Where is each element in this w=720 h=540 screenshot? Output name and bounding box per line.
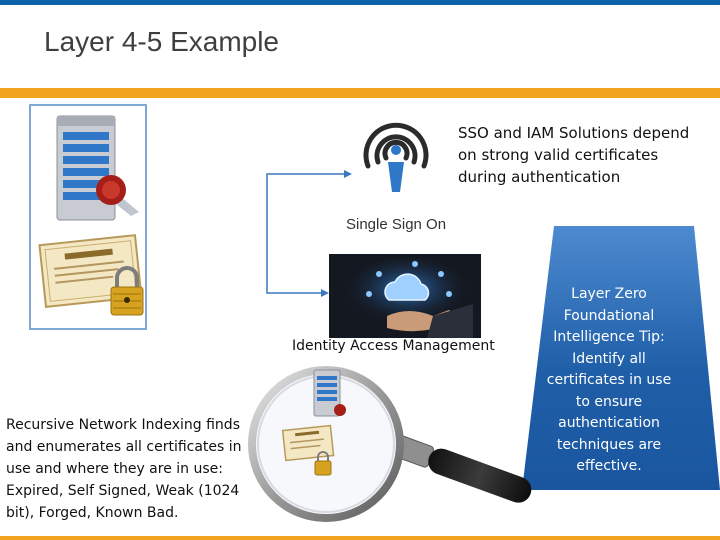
slide-title: Layer 4-5 Example <box>44 26 280 57</box>
network-indexing-description: Recursive Network Indexing finds and enu… <box>6 417 242 521</box>
top-accent-bar <box>0 0 720 5</box>
title-divider <box>0 88 720 98</box>
sso-description: SSO and IAM Solutions depend on strong v… <box>458 124 690 186</box>
bottom-divider <box>0 536 720 540</box>
server-certificate-icon <box>38 115 144 316</box>
single-sign-on-label: Single Sign On <box>346 216 447 233</box>
intelligence-tip-callout <box>522 226 720 490</box>
identity-access-management-image <box>329 254 481 338</box>
magnifying-glass-icon <box>248 366 532 522</box>
intelligence-tip-text: Layer Zero Foundational Intelligence Tip… <box>546 286 672 474</box>
identity-access-management-label: Identity Access Management <box>292 338 495 354</box>
server-certificate-panel <box>29 104 147 330</box>
single-sign-on-icon <box>354 114 438 198</box>
